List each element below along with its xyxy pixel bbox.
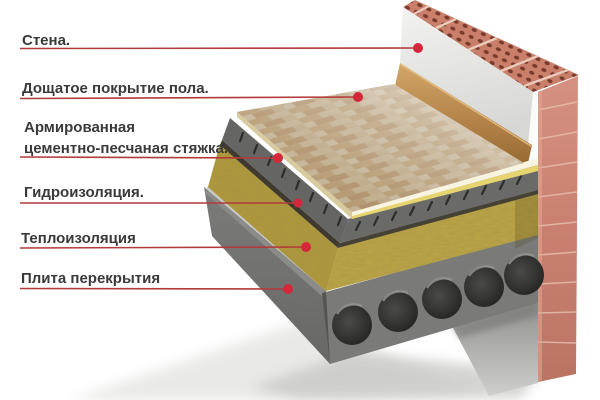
brick-top-mortar-lines [413,4,569,88]
plaster-inner-wall [400,7,533,144]
mortar-joint-lines [537,101,578,344]
label-plank-floor: Дощатое покрытие пола. [22,80,209,97]
waterproofing-layer [220,140,538,248]
plinth-top-highlight [399,63,532,147]
label-floor-slab: Плита перекрытия [21,270,161,287]
brick-wall-outer-face [537,76,578,382]
plank-edge [237,112,538,219]
label-insulation: Теплоизоляция [21,230,136,247]
slab-hollow-cores [332,253,544,345]
ground-shadow [70,322,540,400]
leader-dots [273,43,423,294]
leader-lines [19,47,419,290]
label-screed-line1: Армированная [24,119,136,136]
under-slab-shadow [452,301,538,338]
plank-floor-surface [237,84,524,212]
floor-slab-layer [204,186,544,364]
label-wall: Стена. [22,32,71,49]
label-screed-line2: цементно-песчаная стяжка. [24,140,229,157]
label-screed: Армированная цементно-песчаная стяжка. [24,117,228,159]
brick-wall-top [403,0,579,92]
label-waterproofing: Гидроизоляция. [24,184,144,201]
wall-corner-highlight [538,90,542,382]
plaster-edge [528,92,538,156]
insulation-layer [208,144,538,291]
wood-plinth [395,63,532,168]
